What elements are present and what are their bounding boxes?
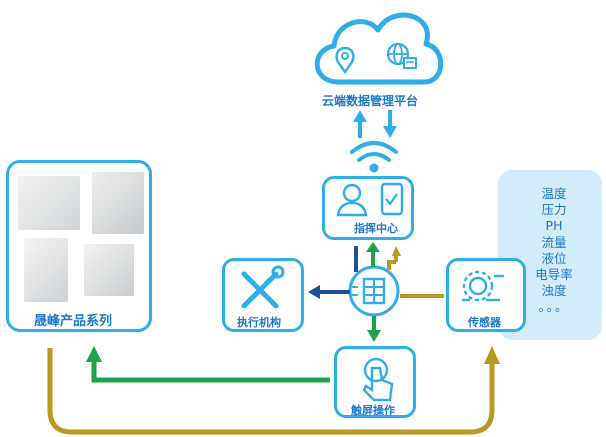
command-center-box [322, 176, 414, 240]
reading-ph: PH [545, 218, 563, 234]
location-pin-icon [335, 46, 355, 75]
cloud-label: 云端数据管理平台 [322, 94, 419, 108]
reading-flow: 流量 [541, 234, 567, 250]
touch-hand-icon [362, 357, 394, 402]
product-photo-3 [24, 238, 68, 302]
cloud-icon [314, 12, 444, 85]
tools-icon [241, 265, 285, 309]
reading-conductivity: 电导率 [535, 267, 573, 283]
products-to-sensor-arrow [47, 346, 500, 435]
product-photo-2 [92, 172, 144, 234]
hub-to-command-arrows [354, 242, 401, 272]
globe-screen-icon [386, 42, 417, 69]
sensor-label: 传感器 [468, 316, 501, 329]
reading-turbidity: 浊度 [541, 283, 567, 299]
sensor-readings-list: 温度 压力 PH 流量 液位 电导率 浊度 。。。 [524, 186, 584, 316]
wifi-icon [350, 141, 398, 173]
reading-level: 液位 [541, 250, 567, 266]
reading-pressure: 压力 [541, 202, 567, 218]
sensor-icon [462, 270, 504, 302]
tablet-check-icon [380, 182, 404, 216]
actuator-label: 执行机构 [237, 316, 281, 329]
reading-ellipsis: 。。。 [538, 299, 570, 315]
touchscreen-to-products-arrow [86, 346, 330, 383]
command-center-label: 指挥中心 [354, 222, 398, 235]
product-photo-1 [18, 176, 80, 230]
product-photo-4 [84, 244, 134, 296]
hub-icon [348, 265, 400, 317]
person-icon [336, 183, 368, 217]
reading-temperature: 温度 [541, 186, 567, 201]
hub-to-touchscreen-arrow [367, 316, 381, 342]
sensor-box [446, 258, 526, 332]
hub-to-actuator-arrow [308, 285, 350, 299]
touchscreen-label: 触屏操作 [351, 404, 395, 417]
cloud-sync-arrows [353, 110, 397, 138]
product-series-label: 晟峰产品系列 [34, 314, 113, 329]
